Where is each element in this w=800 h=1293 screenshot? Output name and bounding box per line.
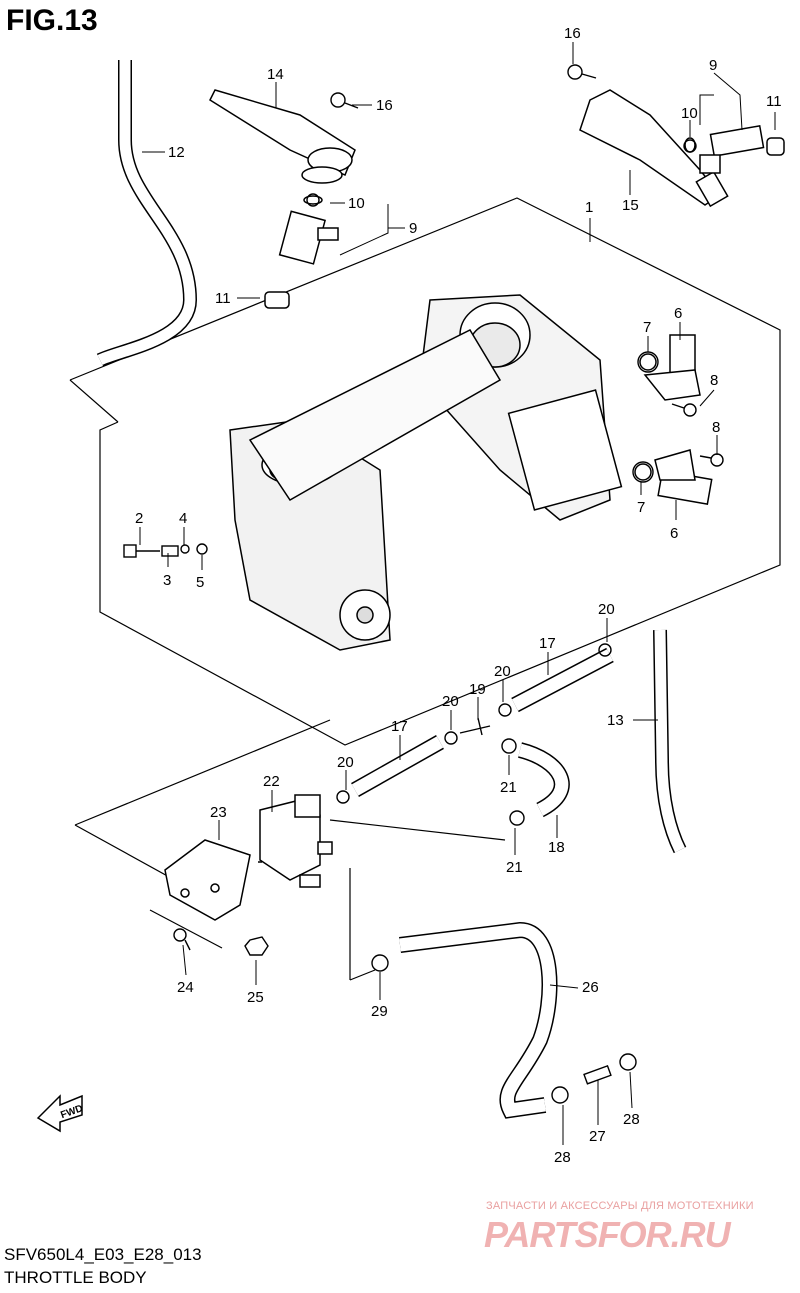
sensor-6-top <box>639 334 701 401</box>
clamp-20-c <box>498 703 512 717</box>
lower-frame-outline <box>74 719 331 826</box>
callout-3: 3 <box>163 572 171 589</box>
callout-7-top: 7 <box>643 319 651 336</box>
callout-6-bottom: 6 <box>670 525 678 542</box>
fuel-delivery-pipe-14 <box>209 89 356 184</box>
bracket-23 <box>164 839 251 921</box>
bolt-2 <box>123 544 160 558</box>
solenoid-valve-22 <box>258 794 333 888</box>
figure-title: FIG.13 <box>6 4 98 37</box>
callout-20-c: 20 <box>494 663 511 680</box>
callout-16-right: 16 <box>564 25 581 42</box>
nut-25 <box>244 936 269 956</box>
callout-18: 18 <box>548 839 565 856</box>
callout-14: 14 <box>267 66 284 83</box>
callout-1: 1 <box>585 199 593 216</box>
oring-10-right <box>683 139 697 153</box>
callout-7-bottom: 7 <box>637 499 645 516</box>
callout-15: 15 <box>622 197 639 214</box>
callout-27: 27 <box>589 1128 606 1145</box>
screw-16-left <box>330 92 359 109</box>
throttle-body <box>229 294 623 651</box>
callout-17-left: 17 <box>391 718 408 735</box>
callout-21-b: 21 <box>506 859 523 876</box>
callout-10-right: 10 <box>681 105 698 122</box>
clamp-21-b <box>509 810 525 826</box>
callout-9-left: 9 <box>409 220 417 237</box>
t-joint-19 <box>459 717 491 736</box>
spring-3 <box>161 545 179 557</box>
callout-20-a: 20 <box>337 754 354 771</box>
callout-4: 4 <box>179 510 187 527</box>
clamp-20-b <box>444 731 458 745</box>
clip-28-a <box>551 1086 569 1104</box>
watermark-logo: PARTSFOR.RU <box>484 1214 731 1255</box>
bolt-8-top <box>671 403 697 417</box>
connector-27 <box>583 1064 612 1085</box>
frame-outline <box>69 197 781 746</box>
callout-16-left: 16 <box>376 97 393 114</box>
callout-29: 29 <box>371 1003 388 1020</box>
callout-labels: 1 2 3 4 5 6 6 7 7 8 8 9 9 10 10 11 11 12… <box>135 25 782 1166</box>
fuel-delivery-pipe-15 <box>579 89 729 208</box>
sensor-6-bottom <box>634 449 713 506</box>
callout-8-bottom: 8 <box>712 419 720 436</box>
oring-5 <box>196 543 208 555</box>
figure-caption: THROTTLE BODY <box>4 1268 147 1287</box>
clamp-20-a <box>336 790 350 804</box>
callout-20-b: 20 <box>442 693 459 710</box>
callout-9-right: 9 <box>709 57 717 74</box>
callout-26: 26 <box>582 979 599 996</box>
hose-12 <box>96 60 198 367</box>
callout-8-top: 8 <box>710 372 718 389</box>
callout-19: 19 <box>469 681 486 698</box>
callout-11-left: 11 <box>215 290 231 307</box>
callout-23: 23 <box>210 804 227 821</box>
washer-4 <box>180 544 190 554</box>
callout-25: 25 <box>247 989 264 1006</box>
bolt-8-bottom <box>699 453 724 467</box>
callout-28-left: 28 <box>554 1149 571 1166</box>
callout-12: 12 <box>168 144 185 161</box>
callout-28-right: 28 <box>623 1111 640 1128</box>
callout-21-a: 21 <box>500 779 517 796</box>
clip-28-b <box>619 1053 637 1071</box>
screw-16-right <box>567 64 597 80</box>
callout-11-right: 11 <box>766 93 782 110</box>
oring-10-left <box>306 193 320 207</box>
figure-code: SFV650L4_E03_E28_013 <box>4 1245 202 1264</box>
callout-5: 5 <box>196 574 204 591</box>
fuel-injector-9-left <box>264 195 339 309</box>
clip-29 <box>371 954 389 972</box>
clamp-20-d <box>598 643 612 657</box>
watermark-tagline: ЗАПЧАСТИ И АКСЕССУАРЫ ДЛЯ МОТОТЕХНИКИ <box>486 1200 754 1212</box>
fuel-injector-9-right <box>684 124 785 174</box>
hose-26 <box>399 921 558 1119</box>
oring-7-bottom <box>632 461 654 483</box>
callout-10-left: 10 <box>348 195 365 212</box>
screw-24 <box>173 928 191 951</box>
clamp-21-a <box>501 738 517 754</box>
callout-17-right: 17 <box>539 635 556 652</box>
callout-20-d: 20 <box>598 601 615 618</box>
forward-direction-icon: FWD <box>36 1094 84 1133</box>
callout-24: 24 <box>177 979 194 996</box>
callout-22: 22 <box>263 773 280 790</box>
callout-6-top: 6 <box>674 305 682 322</box>
callout-13: 13 <box>607 712 624 729</box>
callout-2: 2 <box>135 510 143 527</box>
